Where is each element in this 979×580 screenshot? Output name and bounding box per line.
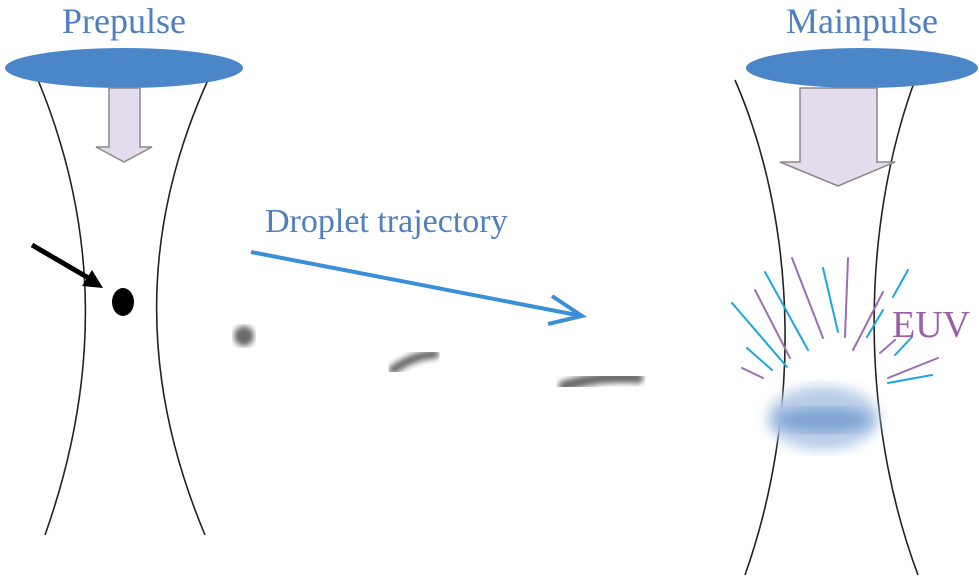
trajectory-label: Droplet trajectory — [265, 203, 508, 240]
prepulse-beam — [37, 79, 209, 536]
trajectory-arrow — [250, 250, 587, 326]
prepulse-arrow — [95, 87, 153, 163]
prepulse-label: Prepulse — [62, 1, 186, 41]
deformed-droplet-2 — [388, 349, 440, 375]
prepulse-lens — [5, 48, 243, 88]
deformed-droplet-3 — [558, 371, 644, 392]
euv-label: EUV — [892, 304, 971, 346]
deformed-droplet-1 — [234, 326, 254, 346]
mainpulse-lens — [746, 48, 978, 88]
mainpulse-arrow — [779, 87, 896, 187]
pointer-arrow — [30, 242, 103, 288]
mainpulse-label: Mainpulse — [786, 1, 938, 41]
plasma-cloud — [767, 386, 879, 450]
droplet — [112, 288, 134, 316]
euv-rays — [731, 257, 939, 384]
